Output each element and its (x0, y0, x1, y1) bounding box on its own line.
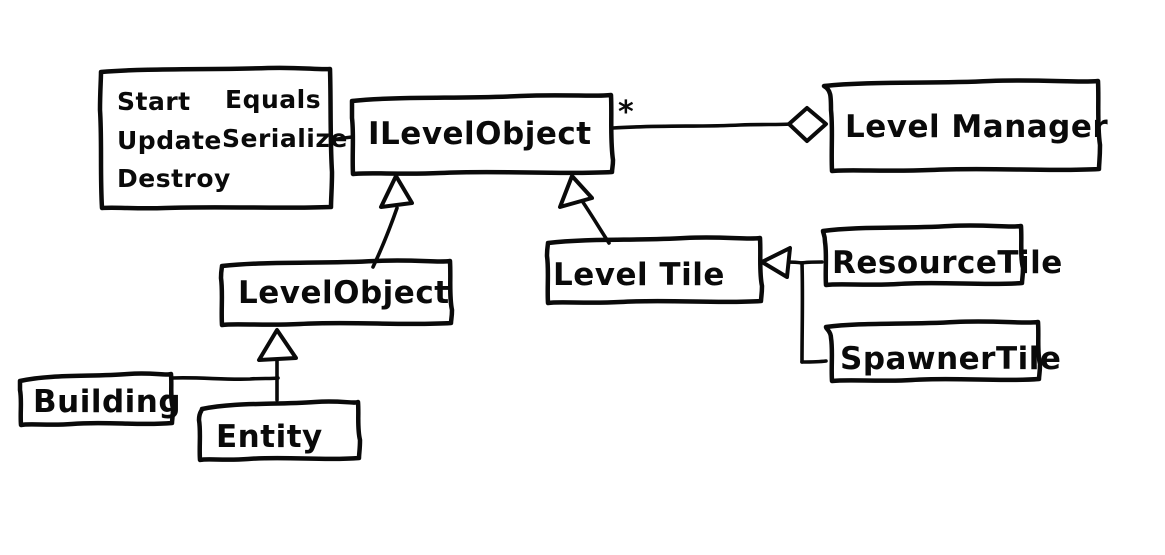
generalization-triangle-leveltile (558, 174, 594, 209)
leveltile-box-outline (544, 235, 765, 306)
methods-box-outline (97, 65, 335, 211)
connector-aggregation-line (611, 122, 792, 130)
connector-resourcetile-branch (800, 260, 824, 265)
connector-methods-note (330, 135, 354, 142)
connector-building-branch (170, 376, 280, 381)
levelmanager-label: Level Manager (845, 109, 1108, 145)
generalization-triangle-levelobject (379, 174, 414, 209)
multiplicity-star-label: * (618, 95, 634, 130)
levelobject-label: LevelObject (238, 275, 450, 311)
methods-label-serialize: Serialize (222, 124, 348, 153)
levelmanager-box-outline (821, 78, 1103, 174)
generalization-triangle-tiles (760, 246, 792, 279)
spawnertile-box-outline (823, 319, 1043, 384)
building-label: Building (33, 384, 181, 420)
spawnertile-label: SpawnerTile (840, 341, 1061, 377)
entity-box-outline (196, 399, 363, 463)
generalization-triangle-entity (257, 328, 298, 362)
ilevelobject-box-outline (349, 92, 616, 177)
resourcetile-box-outline (820, 223, 1026, 288)
leveltile-label: Level Tile (553, 257, 725, 293)
connector-spawnertile-branch (800, 359, 828, 364)
resourcetile-label: ResourceTile (832, 245, 1063, 281)
connector-levelobject-generalization (371, 206, 399, 269)
levelobject-box-outline (218, 258, 455, 328)
ilevelobject-label: ILevelObject (368, 116, 592, 152)
methods-label-destroy: Destroy (117, 164, 231, 193)
building-box-outline (17, 371, 176, 428)
aggregation-diamond-levelmanager (787, 106, 828, 143)
methods-label-update: Update (117, 126, 222, 155)
entity-label: Entity (216, 419, 323, 455)
methods-label-start: Start (117, 87, 191, 116)
methods-label-equals: Equals (225, 85, 321, 114)
